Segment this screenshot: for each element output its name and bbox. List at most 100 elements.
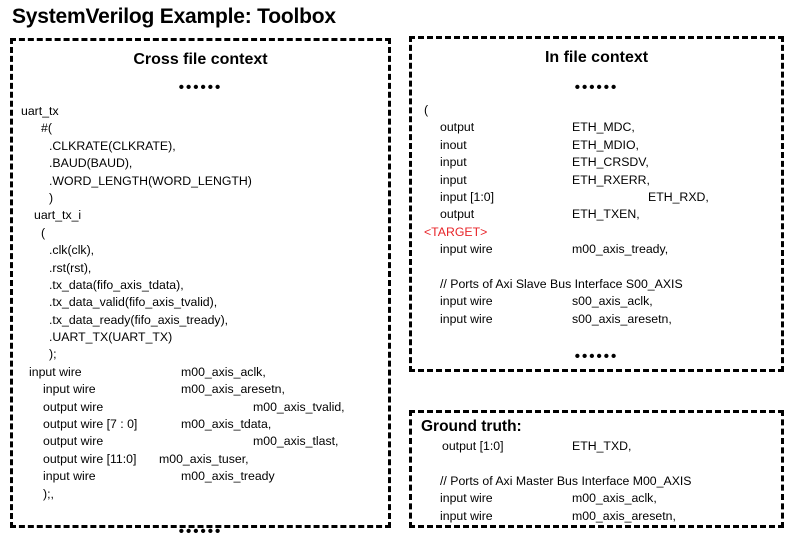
in-file-code-line-col1: input [1:0] xyxy=(440,189,495,204)
cross-file-code-line-col1: .tx_data_valid(fifo_axis_tvalid), xyxy=(49,295,218,310)
cross-file-code-line-col1: );, xyxy=(43,486,54,501)
ground-truth-code-line xyxy=(420,455,781,472)
ground-truth-title: Ground truth: xyxy=(421,418,522,435)
cross-file-code-line-col1: input wire xyxy=(29,364,82,379)
cross-file-code-line: ) xyxy=(21,190,388,207)
ground-truth-code-line-col2: ETH_TXD, xyxy=(572,439,632,453)
in-file-code-line: // Ports of Axi Slave Bus Interface S00_… xyxy=(420,276,781,293)
cross-file-code-line-col1: ( xyxy=(41,225,46,240)
in-file-code-line: <TARGET> xyxy=(420,224,781,241)
cross-file-code-line-col1: .tx_data_ready(fifo_axis_tready), xyxy=(49,312,229,327)
cross-file-ellipsis-top: •••••• xyxy=(178,79,223,96)
cross-file-code-line-col2: m00_axis_tuser, xyxy=(159,451,249,466)
cross-file-code-line-col2: m00_axis_tvalid, xyxy=(253,399,345,414)
in-file-code-line-col1: output xyxy=(440,120,475,135)
cross-file-code-line-col1: input wire xyxy=(43,382,96,397)
cross-file-code-line: .tx_data(fifo_axis_tdata), xyxy=(21,277,388,294)
cross-file-code-line: uart_tx xyxy=(21,103,388,120)
in-file-code-line-col2: ETH_MDC, xyxy=(572,120,635,135)
ground-truth-code-line-col2: m00_axis_aclk, xyxy=(572,491,657,506)
cross-file-code-line-col2: m00_axis_tlast, xyxy=(253,434,339,449)
cross-file-code-line: .CLKRATE(CLKRATE), xyxy=(21,138,388,155)
cross-file-code-line: output wire [7 : 0] m00_axis_tdata, xyxy=(21,416,388,433)
cross-file-code-line: output wire m00_axis_tlast, xyxy=(21,433,388,450)
in-file-code-line-col1: input wire xyxy=(440,242,493,257)
cross-file-code-line-col1: .UART_TX(UART_TX) xyxy=(49,330,173,345)
cross-file-code-line-col1: output wire [11:0] xyxy=(43,451,137,466)
in-file-code-line-col1: output xyxy=(440,207,475,222)
cross-file-code-line-col2: m00_axis_aresetn, xyxy=(181,382,285,397)
cross-file-code-line: ); xyxy=(21,346,388,363)
ground-truth-code-line-col2: m00_axis_aresetn, xyxy=(572,508,676,523)
in-file-code-line-col1: ( xyxy=(424,103,429,117)
in-file-code-line-col2: ETH_RXERR, xyxy=(572,172,650,187)
in-file-ellipsis-top: •••••• xyxy=(574,79,619,96)
cross-file-code-line: output wire m00_axis_tvalid, xyxy=(21,399,388,416)
cross-file-code-line: input wire m00_axis_tready xyxy=(21,468,388,485)
cross-file-context-title: Cross file context xyxy=(133,51,268,68)
in-file-code-line-col1: input xyxy=(440,155,467,170)
cross-file-code-line-col1: ) xyxy=(49,190,54,205)
cross-file-code-line-col1: uart_tx_i xyxy=(34,208,82,223)
in-file-code-line: input [1:0] ETH_RXD, xyxy=(420,189,781,206)
cross-file-context-panel: Cross file context •••••• uart_tx#( .CLKR… xyxy=(10,38,391,539)
in-file-code-line: input wire m00_axis_tready, xyxy=(420,241,781,258)
in-file-code-line-col2: m00_axis_tready, xyxy=(572,242,669,257)
cross-file-code-line: ( xyxy=(21,225,388,242)
cross-file-code-line-col2: m00_axis_aclk, xyxy=(181,364,266,379)
cross-file-code-line-col1: .BAUD(BAUD), xyxy=(49,156,133,171)
in-file-code-line-col1: inout xyxy=(440,137,467,152)
in-file-code-line-col1: input wire xyxy=(440,294,493,309)
cross-file-code-line-col1: .WORD_LENGTH(WORD_LENGTH) xyxy=(49,173,252,188)
in-file-code-line-col2: ETH_MDIO, xyxy=(572,137,639,152)
cross-file-code-line: input wire m00_axis_aresetn, xyxy=(21,381,388,398)
cross-file-code-line-col1: #( xyxy=(41,121,52,136)
cross-file-code-line-col1: .CLKRATE(CLKRATE), xyxy=(49,138,176,153)
cross-file-code-line-col1: .clk(clk), xyxy=(49,243,95,258)
cross-file-code-line: uart_tx_i xyxy=(21,207,388,224)
in-file-code-line-col2: s00_axis_aresetn, xyxy=(572,311,672,326)
cross-file-code-line-col1: input wire xyxy=(43,469,96,484)
ground-truth-code-line-col1: input wire xyxy=(440,508,493,523)
cross-file-code-line-col2: m00_axis_tdata, xyxy=(181,417,272,432)
in-file-code-line: output ETH_MDC, xyxy=(420,119,781,136)
cross-file-code-line-col2: m00_axis_tready xyxy=(181,469,275,484)
cross-file-code-line-col1: output wire xyxy=(43,434,104,449)
cross-file-code-line: .rst(rst), xyxy=(21,260,388,277)
cross-file-code-line: .UART_TX(UART_TX) xyxy=(21,329,388,346)
in-file-code-line-col1: // Ports of Axi Slave Bus Interface S00_… xyxy=(440,276,683,291)
in-file-code-line: input wire s00_axis_aresetn, xyxy=(420,311,781,328)
ground-truth-code-line-col1: // Ports of Axi Master Bus Interface M00… xyxy=(440,473,692,488)
page-title: SystemVerilog Example: Toolbox xyxy=(12,5,336,28)
in-file-code-line-col1: input wire xyxy=(440,311,493,326)
cross-file-code-line-col1: .tx_data(fifo_axis_tdata), xyxy=(49,277,184,292)
ground-truth-panel: Ground truth: output [1:0] ETH_TXD, // Por… xyxy=(409,410,784,528)
in-file-code-line-col2: ETH_RXD, xyxy=(648,189,709,204)
ground-truth-code-line: output [1:0] ETH_TXD, xyxy=(420,438,781,455)
cross-file-code-line-col1: output wire [7 : 0] xyxy=(43,417,138,432)
cross-file-code-line: #( xyxy=(21,120,388,137)
cross-file-code-line-col1: .rst(rst), xyxy=(49,260,92,275)
in-file-code-line: input wire s00_axis_aclk, xyxy=(420,293,781,310)
cross-file-code-line-col1: ); xyxy=(49,347,57,362)
ground-truth-code-line-col1: output [1:0] xyxy=(442,439,504,453)
cross-file-code-line: .tx_data_valid(fifo_axis_tvalid), xyxy=(21,294,388,311)
in-file-ellipsis-bottom: •••••• xyxy=(574,348,619,366)
ground-truth-code-line: input wire m00_axis_aresetn, xyxy=(420,508,781,525)
cross-file-code-line-col1: output wire xyxy=(43,399,104,414)
cross-file-code-line: );, xyxy=(21,486,388,503)
cross-file-code-line: .clk(clk), xyxy=(21,242,388,259)
in-file-code-line-col2: s00_axis_aclk, xyxy=(572,294,653,309)
cross-file-code-line: .tx_data_ready(fifo_axis_tready), xyxy=(21,312,388,329)
in-file-code-line: output ETH_TXEN, xyxy=(420,206,781,223)
ground-truth-code-line: // Ports of Axi Master Bus Interface M00… xyxy=(420,473,781,490)
in-file-code-line: ( xyxy=(420,102,781,119)
in-file-code-line-col2: ETH_TXEN, xyxy=(572,207,640,222)
in-file-code-line-col1: <TARGET> xyxy=(424,224,488,239)
in-file-code-line xyxy=(420,259,781,276)
